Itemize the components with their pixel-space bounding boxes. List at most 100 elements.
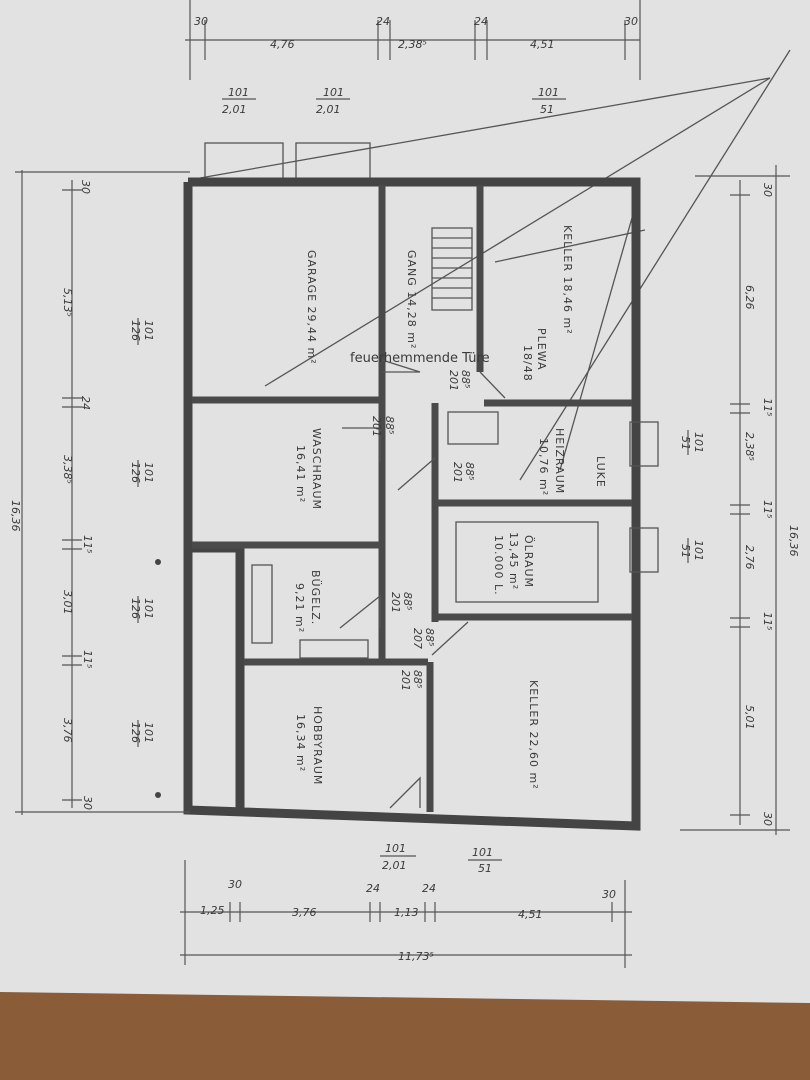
door-label-width: 88⁵ [401, 592, 414, 610]
bottom-dim-3: 3,76 [292, 906, 317, 919]
door-label-width: 88⁵ [459, 370, 472, 388]
fire-door-annotation: feuerhemmende Türe [350, 351, 490, 366]
room-labels: GARAGE 29,44 m² GANG 14,28 m² KELLER 18,… [293, 225, 607, 790]
bottom-dim-total: 11,73⁵ [398, 950, 434, 963]
top-window-label-bottom: 2,01 [222, 103, 247, 116]
left-window-label-bottom: 126 [129, 722, 142, 743]
bottom-dimension-group: 1,25 30 3,76 24 1,13 24 4,51 30 11,73⁵ [180, 860, 632, 968]
bottom-dim-1: 1,25 [200, 904, 225, 917]
room-heizraum-area: 10,76 m² [537, 438, 550, 496]
marker-dot [155, 792, 161, 798]
top-dim-6: 4,51 [530, 38, 555, 51]
ironing-fixture [251, 564, 273, 644]
top-window-label-top: 101 [228, 86, 249, 99]
right-dimension-group: 30 6,26 11⁵ 2,38⁵ 11⁵ 2,76 11⁵ 5,01 30 1… [680, 165, 800, 835]
top-dim-2: 4,76 [270, 38, 295, 51]
top-window-label-top: 101 [323, 86, 344, 99]
room-hobbyraum: HOBBYRAUM [311, 706, 324, 785]
left-dim-total: 16,36 [9, 500, 22, 532]
door-label-width: 88⁵ [423, 628, 436, 646]
bottom-window-label-bottom: 51 [478, 862, 492, 875]
left-window-label-top: 101 [142, 722, 155, 743]
door-label-height: 201 [399, 670, 412, 691]
left-dim-6: 3,01 [61, 590, 74, 615]
bottom-window-labels: 101 2,01 101 51 [380, 842, 502, 875]
left-dim-8: 3,76 [61, 718, 74, 743]
top-dim-1: 30 [194, 15, 208, 28]
left-dimension-group: 30 5,13⁵ 24 3,38⁵ 11⁵ 3,01 11⁵ 3,76 30 1… [9, 170, 190, 815]
right-dim-9: 30 [761, 812, 774, 826]
bottom-dim-5: 1,13 [394, 906, 419, 919]
left-dim-7: 11⁵ [81, 650, 94, 668]
top-dim-5: 24 [474, 15, 488, 28]
right-dim-1: 30 [761, 183, 774, 197]
room-hobbyraum-area: 16,34 m² [294, 714, 307, 772]
top-dim-3: 24 [376, 15, 390, 28]
left-dim-2: 5,13⁵ [61, 288, 74, 317]
left-dim-1: 30 [79, 180, 92, 194]
bottom-window-label-bottom: 2,01 [382, 859, 407, 872]
room-luke: LUKE [594, 456, 607, 488]
room-keller-1-sub-value: 18/48 [521, 345, 534, 382]
door-label-height: 201 [447, 370, 460, 391]
light-shaft-right-2 [629, 527, 659, 573]
room-keller-1-sub: PLEWA [535, 328, 548, 371]
bottom-dim-8: 30 [602, 888, 616, 901]
right-dim-4: 2,38⁵ [743, 432, 756, 461]
room-gang: GANG 14,28 m² [405, 250, 418, 349]
left-window-label-bottom: 126 [129, 462, 142, 483]
right-dim-total: 16,36 [787, 525, 800, 557]
room-heizraum: HEIZRAUM [553, 428, 566, 494]
marker-dot [155, 559, 161, 565]
paper-sheet [0, 0, 810, 1003]
room-buegelz-area: 9,21 m² [293, 583, 306, 633]
right-window-label-top: 101 [692, 540, 705, 561]
bottom-dim-2: 30 [228, 878, 242, 891]
left-window-label-bottom: 126 [129, 320, 142, 341]
room-buegelz: BÜGELZ. [309, 570, 322, 625]
door-label-height: 201 [451, 462, 464, 483]
top-window-label-top: 101 [538, 86, 559, 99]
right-window-labels: 101 51 101 51 [679, 430, 705, 563]
right-dim-8: 5,01 [743, 705, 756, 730]
left-dim-4: 3,38⁵ [61, 455, 74, 484]
staircase [431, 227, 473, 311]
ironing-table [299, 639, 369, 659]
room-waschraum-area: 16,41 m² [294, 445, 307, 503]
left-dim-9: 30 [81, 796, 94, 810]
top-dim-4: 2,38⁵ [398, 38, 427, 51]
right-window-label-bottom: 51 [679, 436, 692, 450]
room-garage: GARAGE 29,44 m² [305, 250, 318, 365]
top-window-labels: 101 2,01 101 2,01 101 51 [222, 86, 566, 116]
boiler [447, 411, 499, 445]
door-label-width: 88⁵ [463, 462, 476, 480]
top-dimension-group: 30 4,76 24 2,38⁵ 24 4,51 30 [185, 0, 641, 80]
oil-tank [455, 521, 599, 603]
door-label-width: 88⁵ [383, 416, 396, 434]
room-oelraum: ÖLRAUM [522, 535, 535, 588]
door-swings [339, 359, 506, 809]
right-dim-7: 11⁵ [761, 612, 774, 630]
bottom-window-label-top: 101 [472, 846, 493, 859]
right-window-label-top: 101 [692, 432, 705, 453]
room-keller-2: KELLER 22,60 m² [527, 680, 540, 790]
room-oelraum-capacity: 10.000 L. [492, 535, 505, 596]
right-dim-2: 6,26 [743, 285, 756, 310]
room-keller-1: KELLER 18,46 m² [561, 225, 574, 335]
light-shaft-right-1 [629, 421, 659, 467]
left-dim-5: 11⁵ [81, 535, 94, 553]
right-dim-5: 11⁵ [761, 500, 774, 518]
door-label-height: 201 [389, 592, 402, 613]
top-window-label-bottom: 51 [540, 103, 554, 116]
left-dim-3: 24 [79, 396, 92, 410]
door-label-height: 201 [370, 416, 383, 437]
left-window-label-bottom: 126 [129, 598, 142, 619]
door-labels: 88⁵ 201 88⁵ 201 88⁵ 201 88⁵ 201 88⁵ 201 … [370, 370, 476, 691]
right-dim-6: 2,76 [743, 545, 756, 570]
right-dim-3: 11⁵ [761, 398, 774, 416]
left-window-label-top: 101 [142, 320, 155, 341]
bottom-window-label-top: 101 [385, 842, 406, 855]
bottom-dim-7: 4,51 [518, 908, 543, 921]
top-window-label-bottom: 2,01 [316, 103, 341, 116]
